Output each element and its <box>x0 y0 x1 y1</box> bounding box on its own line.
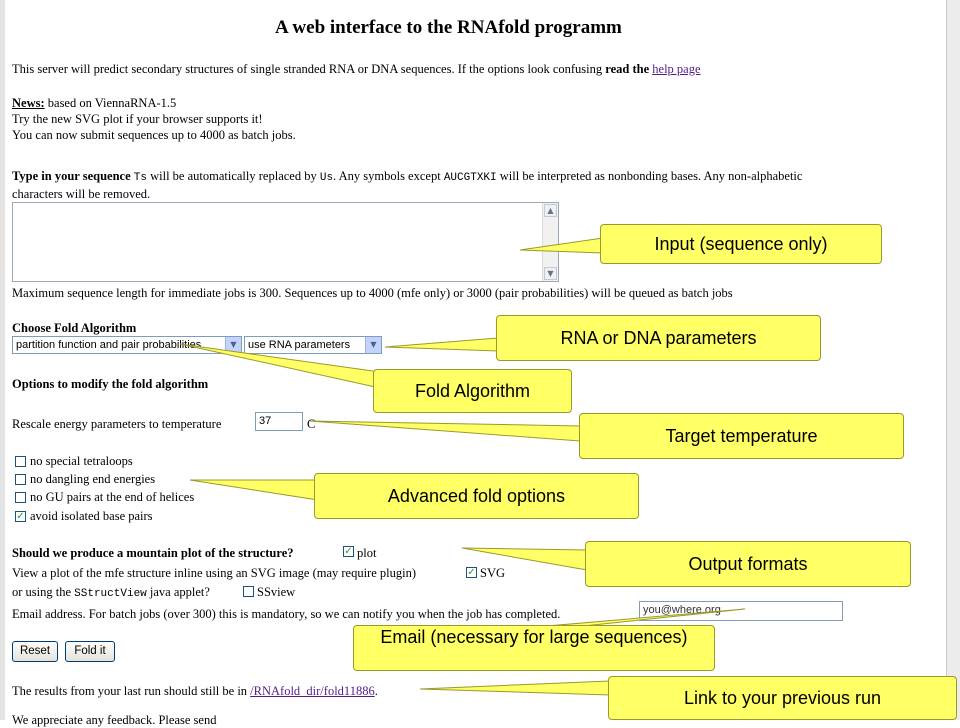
gu-pairs-label: no GU pairs at the end of helices <box>30 490 195 504</box>
dangling-label: no dangling end energies <box>30 472 156 486</box>
svg-label: SVG <box>480 566 506 580</box>
help-page-link[interactable]: help page <box>652 62 701 76</box>
callout-temperature: Target temperature <box>579 413 904 459</box>
chevron-down-icon[interactable]: ▼ <box>225 337 241 353</box>
callout-previous-run: Link to your previous run <box>608 676 957 720</box>
sequence-text-a: will be automatically replaced by <box>146 169 320 183</box>
us-code: Us <box>319 172 334 184</box>
reset-button[interactable]: Reset <box>12 641 58 662</box>
tetraloops-label: no special tetraloops <box>30 454 133 468</box>
callout-parameters: RNA or DNA parameters <box>496 315 821 361</box>
plot-label: plot <box>357 546 377 560</box>
window-scrollbar[interactable] <box>946 0 960 720</box>
ssview-post: java applet? <box>146 585 210 599</box>
ts-code: Ts <box>133 172 147 184</box>
callout-fold-algorithm: Fold Algorithm <box>373 369 572 413</box>
sequence-text-b: . Any symbols except <box>333 169 444 183</box>
algorithm-select[interactable]: partition function and pair probabilitie… <box>12 336 242 354</box>
tetraloops-checkbox[interactable] <box>15 456 26 467</box>
temperature-label: Rescale energy parameters to temperature <box>12 417 222 431</box>
svg-text: View a plot of the mfe structure inline … <box>12 566 417 580</box>
ssview-label: SSview <box>257 585 296 599</box>
scroll-down-icon[interactable]: ▼ <box>544 267 557 280</box>
email-label: Email address. For batch jobs (over 300)… <box>12 607 561 621</box>
news-line-2: Try the new SVG plot if your browser sup… <box>12 112 263 126</box>
fold-algorithm-heading: Choose Fold Algorithm <box>12 321 137 335</box>
svg-checkbox[interactable]: ✓ <box>466 567 477 578</box>
max-length-note: Maximum sequence length for immediate jo… <box>12 286 733 300</box>
news-line-1: based on ViennaRNA-1.5 <box>44 96 177 110</box>
callout-output: Output formats <box>585 541 911 587</box>
ssview-pre: or using the <box>12 585 75 599</box>
ssview-code: SStructView <box>74 588 147 600</box>
ssview-text: or using the SStructView java applet? <box>12 584 210 602</box>
callout-email: Email (necessary for large sequences) <box>353 625 715 671</box>
page-title: A web interface to the RNAfold programm <box>275 17 622 38</box>
algorithm-selected: partition function and pair probabilitie… <box>16 339 202 351</box>
isolated-pairs-label: avoid isolated base pairs <box>30 509 153 523</box>
dangling-checkbox[interactable] <box>15 474 26 485</box>
sequence-instructions: Type in your sequence Ts will be automat… <box>12 168 917 202</box>
left-edge <box>0 0 5 720</box>
results-line: The results from your last run should st… <box>12 683 378 699</box>
news-label: News: <box>12 96 45 110</box>
sequence-heading: Type in your sequence <box>12 169 131 183</box>
intro-bold: read the <box>605 62 650 76</box>
sequence-text-c: will be interpreted as nonbonding bases.… <box>496 169 803 183</box>
symbols-code: AUCGTXKI <box>443 172 497 184</box>
scroll-up-icon[interactable]: ▲ <box>544 204 557 217</box>
textarea-scrollbar[interactable]: ▲ ▼ <box>542 203 558 281</box>
callout-advanced: Advanced fold options <box>314 473 639 519</box>
gu-pairs-checkbox[interactable] <box>15 492 26 503</box>
options-heading: Options to modify the fold algorithm <box>12 377 209 391</box>
results-end: . <box>374 684 378 698</box>
parameters-selected: use RNA parameters <box>248 339 351 351</box>
isolated-pairs-checkbox[interactable]: ✓ <box>15 511 26 522</box>
mountain-plot-question: Should we produce a mountain plot of the… <box>12 546 294 560</box>
temperature-input[interactable]: 37 <box>255 412 303 431</box>
plot-checkbox[interactable]: ✓ <box>343 546 354 557</box>
news-line-3: You can now submit sequences up to 4000 … <box>12 128 296 142</box>
news-block: News: based on ViennaRNA-1.5 Try the new… <box>12 95 296 143</box>
previous-run-link[interactable]: /RNAfold_dir/fold11886 <box>250 684 375 698</box>
results-text: The results from your last run should st… <box>12 684 251 698</box>
temperature-unit: C <box>307 417 316 431</box>
sequence-textarea[interactable]: ▲ ▼ <box>12 202 559 282</box>
chevron-down-icon[interactable]: ▼ <box>365 337 381 353</box>
ssview-checkbox[interactable] <box>243 586 254 597</box>
intro-text: This server will predict secondary struc… <box>12 61 701 77</box>
sequence-text-d: characters will be removed. <box>12 187 151 201</box>
parameters-select[interactable]: use RNA parameters ▼ <box>244 336 382 354</box>
callout-input: Input (sequence only) <box>600 224 882 264</box>
fold-it-button[interactable]: Fold it <box>65 641 115 662</box>
intro-sentence: This server will predict secondary struc… <box>12 62 603 76</box>
